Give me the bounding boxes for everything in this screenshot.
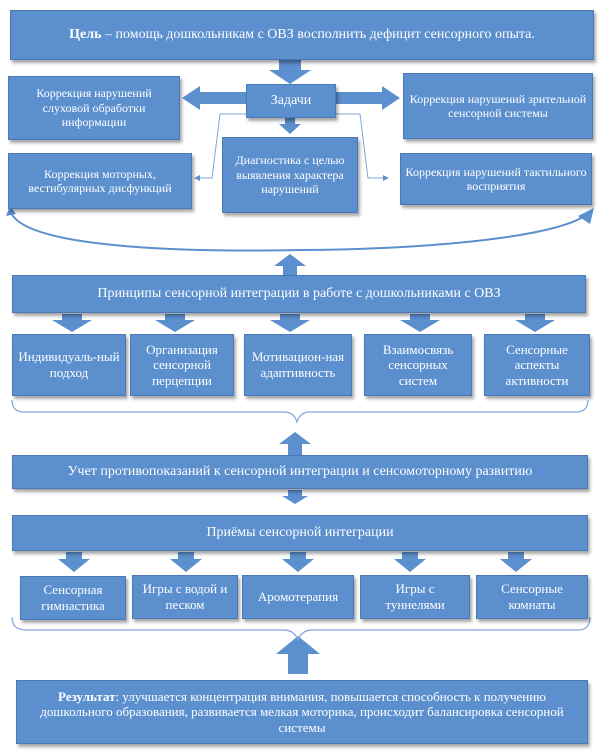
- arrow-up-to-result: [276, 636, 320, 674]
- technique-aromatherapy-box: Аромотерапия: [242, 575, 354, 619]
- principle-individual-box: Индивидуаль-ный подход: [12, 334, 126, 396]
- goal-box: Цель – помощь дошкольникам с ОВЗ восполн…: [10, 10, 594, 60]
- result-box: Результат: улучшается концентрация внима…: [16, 680, 588, 744]
- principles-brace: [11, 399, 589, 425]
- task-motor: Коррекция моторных, вестибулярных дисфун…: [28, 166, 172, 195]
- arrow-tasks-right: [336, 86, 400, 110]
- principle-interrelation-box: Взаимосвязь сенсорных систем: [364, 334, 472, 396]
- arrow-contra-to-techniques: [282, 490, 308, 504]
- tasks-bracket: [9, 209, 591, 252]
- task-diagnostics-box: Диагностика с целью выявления характера …: [222, 137, 358, 213]
- principle-activity-box: Сенсорные аспекты активности: [484, 334, 590, 396]
- techniques-title: Приёмы сенсорной интеграции: [206, 524, 394, 540]
- arrow-principle-1: [52, 314, 92, 332]
- arrow-principle-4: [400, 314, 440, 332]
- task-visual-box: Коррекция нарушений зрительной сенсорной…: [403, 73, 593, 139]
- task-tactile-box: Коррекция нарушений тактильного восприят…: [400, 153, 592, 205]
- arrow-technique-1: [58, 552, 90, 572]
- principle-interrelation: Взаимосвязь сенсорных систем: [382, 341, 454, 388]
- techniques-title-box: Приёмы сенсорной интеграции: [12, 515, 588, 551]
- arrow-tasks-to-diagnostics: [279, 118, 301, 134]
- technique-rooms-box: Сенсорные комнаты: [476, 575, 588, 619]
- task-diagnostics: Диагностика с целью выявления характера …: [235, 153, 345, 197]
- arrow-technique-5: [500, 552, 532, 572]
- technique-gymnastics-box: Сенсорная гимнастика: [20, 576, 126, 620]
- arrow-tasks-left: [182, 86, 246, 110]
- arrow-up-to-principles: [274, 254, 306, 275]
- arrow-technique-2: [170, 552, 202, 572]
- arrow-up-to-contraindications: [279, 432, 311, 455]
- tasks-title-box: Задачи: [246, 84, 336, 118]
- principles-title-box: Принципы сенсорной интеграции в работе с…: [12, 275, 586, 313]
- technique-water-sand-box: Игры с водой и песком: [132, 575, 238, 619]
- contraindications-text: Учет противопоказаний к сенсорной интегр…: [67, 463, 533, 479]
- contraindications-box: Учет противопоказаний к сенсорной интегр…: [12, 455, 588, 489]
- arrow-principle-3: [270, 314, 310, 332]
- task-tactile: Коррекция нарушений тактильного восприят…: [405, 164, 587, 193]
- technique-rooms: Сенсорные комнаты: [501, 581, 563, 612]
- principle-motivation-box: Мотивацион-ная адаптивность: [244, 334, 352, 396]
- principles-title: Принципы сенсорной интеграции в работе с…: [97, 285, 501, 301]
- task-visual: Коррекция нарушений зрительной сенсорной…: [409, 91, 587, 120]
- tasks-title: Задачи: [270, 92, 312, 108]
- arrow-principle-5: [515, 314, 555, 332]
- technique-water-sand: Игры с водой и песком: [142, 581, 228, 612]
- task-motor-box: Коррекция моторных, вестибулярных дисфун…: [8, 153, 192, 209]
- principle-perception: Организация сенсорной перцепции: [146, 341, 218, 388]
- principle-activity: Сенсорные аспекты активности: [505, 341, 569, 388]
- result-text: : улучшается концентрация внимания, повы…: [40, 688, 564, 735]
- task-auditory-box: Коррекция нарушений слуховой обработки и…: [8, 76, 180, 140]
- techniques-brace: [11, 616, 591, 642]
- arrow-technique-3: [282, 552, 314, 572]
- principle-motivation: Мотивацион-ная адаптивность: [251, 349, 345, 380]
- technique-tunnels-box: Игры с туннелями: [360, 575, 470, 619]
- technique-tunnels: Игры с туннелями: [385, 581, 445, 612]
- principle-perception-box: Организация сенсорной перцепции: [130, 334, 234, 396]
- technique-gymnastics: Сенсорная гимнастика: [41, 582, 105, 613]
- arrow-technique-4: [394, 552, 426, 572]
- arrow-principle-2: [155, 314, 195, 332]
- task-auditory: Коррекция нарушений слуховой обработки и…: [36, 86, 152, 130]
- arrow-goal-to-tasks: [269, 60, 311, 84]
- principle-individual: Индивидуаль-ный подход: [18, 349, 120, 380]
- technique-aromatherapy: Аромотерапия: [257, 589, 339, 605]
- goal-label: Цель: [69, 26, 102, 42]
- result-label: Результат: [58, 688, 116, 704]
- goal-text: – помощь дошкольникам с ОВЗ восполнить д…: [101, 26, 535, 42]
